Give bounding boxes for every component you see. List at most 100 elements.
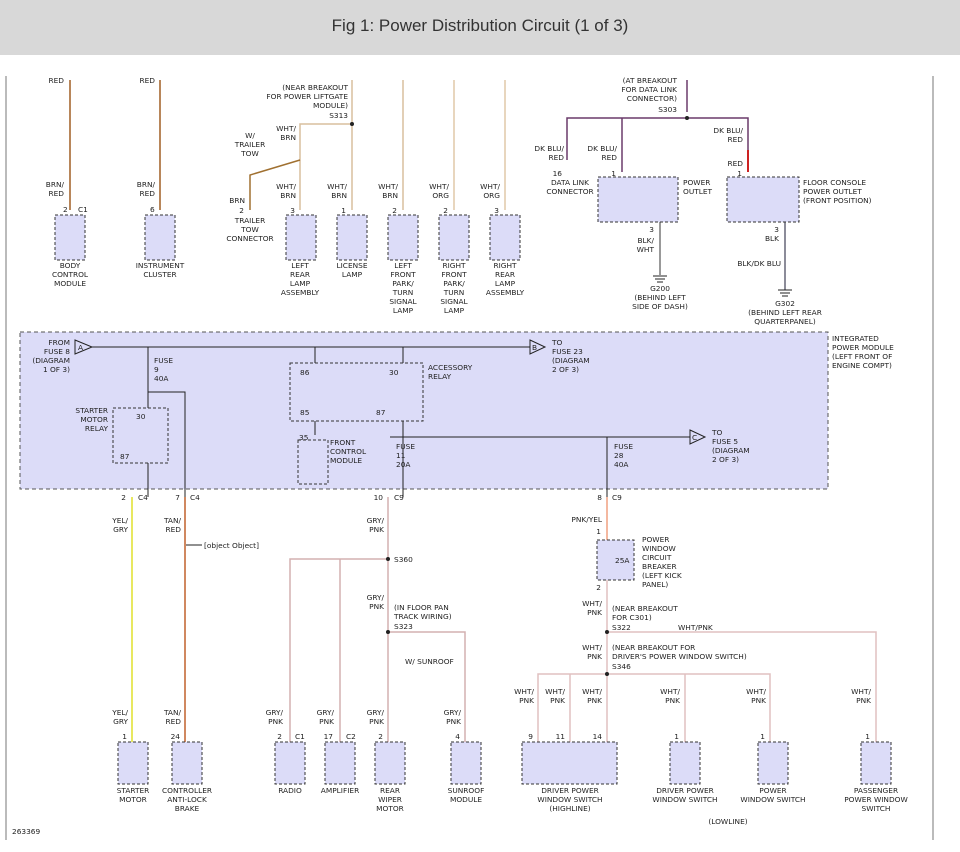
accessory-relay [289, 362, 424, 422]
label: S346 [612, 662, 631, 671]
label: 1 [611, 169, 616, 178]
label: 24 [171, 732, 181, 741]
label: WHT/PNK [582, 599, 602, 617]
left-front-park-turn-lamp [387, 214, 419, 261]
label: 85 [300, 408, 310, 417]
front-control-module [297, 439, 329, 485]
label: WHT/BRN [378, 182, 398, 200]
label: 8 [597, 493, 602, 502]
label: BLK [765, 234, 779, 243]
label: 30 [136, 412, 146, 421]
label: PNK/YEL [571, 515, 603, 524]
label: 2 [239, 206, 244, 215]
power-window-circuit-breaker [596, 539, 635, 581]
floor-console-power-outlet [726, 176, 800, 223]
label: 2 [392, 206, 397, 215]
label: BRN/RED [137, 180, 156, 198]
label: 35 [299, 433, 309, 442]
driver-power-window-switch-highline [521, 741, 618, 785]
ipm-internal-wiring [92, 346, 690, 497]
label: 14 [593, 732, 603, 741]
splice-s323 [386, 630, 390, 634]
instrument-cluster [144, 214, 176, 261]
label: 10 [374, 493, 384, 502]
label: A [78, 343, 83, 352]
label: WHT/PNK [545, 687, 565, 705]
label: DK BLU/RED [713, 126, 743, 144]
label: C9 [612, 493, 622, 502]
label: 17 [324, 732, 334, 741]
label: 25A [615, 556, 629, 565]
rear-wiper-motor [374, 741, 406, 785]
label: S360 [394, 555, 413, 564]
power-outlet [597, 176, 679, 223]
label: 4 [455, 732, 460, 741]
label: C9 [394, 493, 404, 502]
label: WHT/ORG [480, 182, 500, 200]
wire-left-rear-lamp [299, 123, 352, 210]
figure-title: Fig 1: Power Distribution Circuit (1 of … [331, 16, 629, 35]
label: WHT/ORG [429, 182, 449, 200]
splice-s346 [605, 672, 609, 676]
label: RED [728, 159, 744, 168]
label: [object Object] [204, 541, 259, 550]
label: BLK/WHT [637, 236, 655, 254]
label: 87 [120, 452, 130, 461]
ground-g302-icon [778, 289, 792, 297]
label: C4 [138, 493, 148, 502]
connector-tag-a [74, 339, 94, 355]
label: 3 [494, 206, 499, 215]
wire-trailer-tow [249, 159, 301, 210]
label: GRY/PNK [367, 593, 385, 611]
controller-anti-lock-brake [171, 741, 203, 785]
sunroof-module [450, 741, 482, 785]
label: 2 [443, 206, 448, 215]
label: BRN [229, 196, 245, 205]
label: TAN/RED [163, 708, 182, 726]
starter-motor-relay [112, 407, 169, 464]
label: S323 [394, 622, 413, 631]
right-rear-lamp-assembly [489, 214, 521, 261]
power-window-switch [757, 741, 789, 785]
label: C2 [346, 732, 356, 741]
label: GRY/PNK [317, 708, 335, 726]
label: WHT/PNK [660, 687, 680, 705]
label: 2 [596, 583, 601, 592]
label: S322 [612, 623, 631, 632]
right-front-park-turn-lamp [438, 214, 470, 261]
radio [274, 741, 306, 785]
label: C4 [190, 493, 200, 502]
label: B [532, 343, 537, 352]
label: (LOWLINE) [708, 817, 747, 826]
label: S313 [329, 111, 348, 120]
label: AMPLIFIER [321, 786, 359, 795]
label: C [692, 433, 697, 442]
label: RADIO [278, 786, 302, 795]
label: DK BLU/RED [534, 144, 564, 162]
label: WHT/PNK [582, 687, 602, 705]
label: YEL/GRY [111, 708, 128, 726]
label: 1 [674, 732, 679, 741]
